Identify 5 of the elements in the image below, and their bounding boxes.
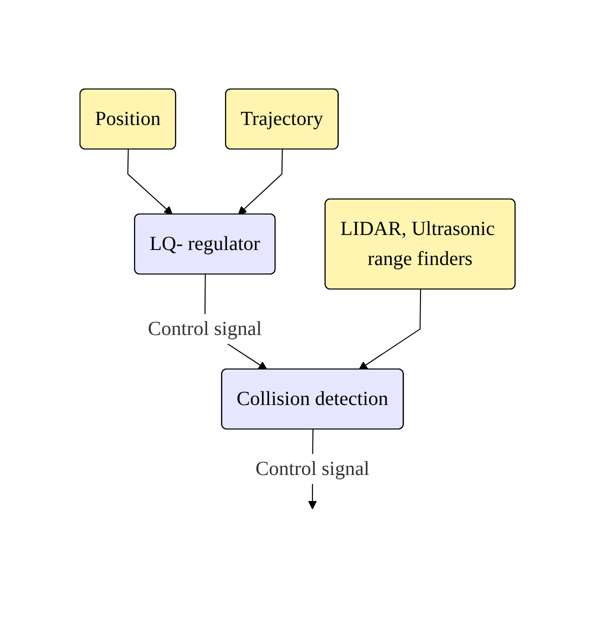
arrow <box>238 149 283 215</box>
edge-label: Control signal <box>148 318 262 340</box>
edge-label: Control signal <box>255 458 370 480</box>
arrow <box>358 289 422 370</box>
arrow <box>127 149 173 215</box>
